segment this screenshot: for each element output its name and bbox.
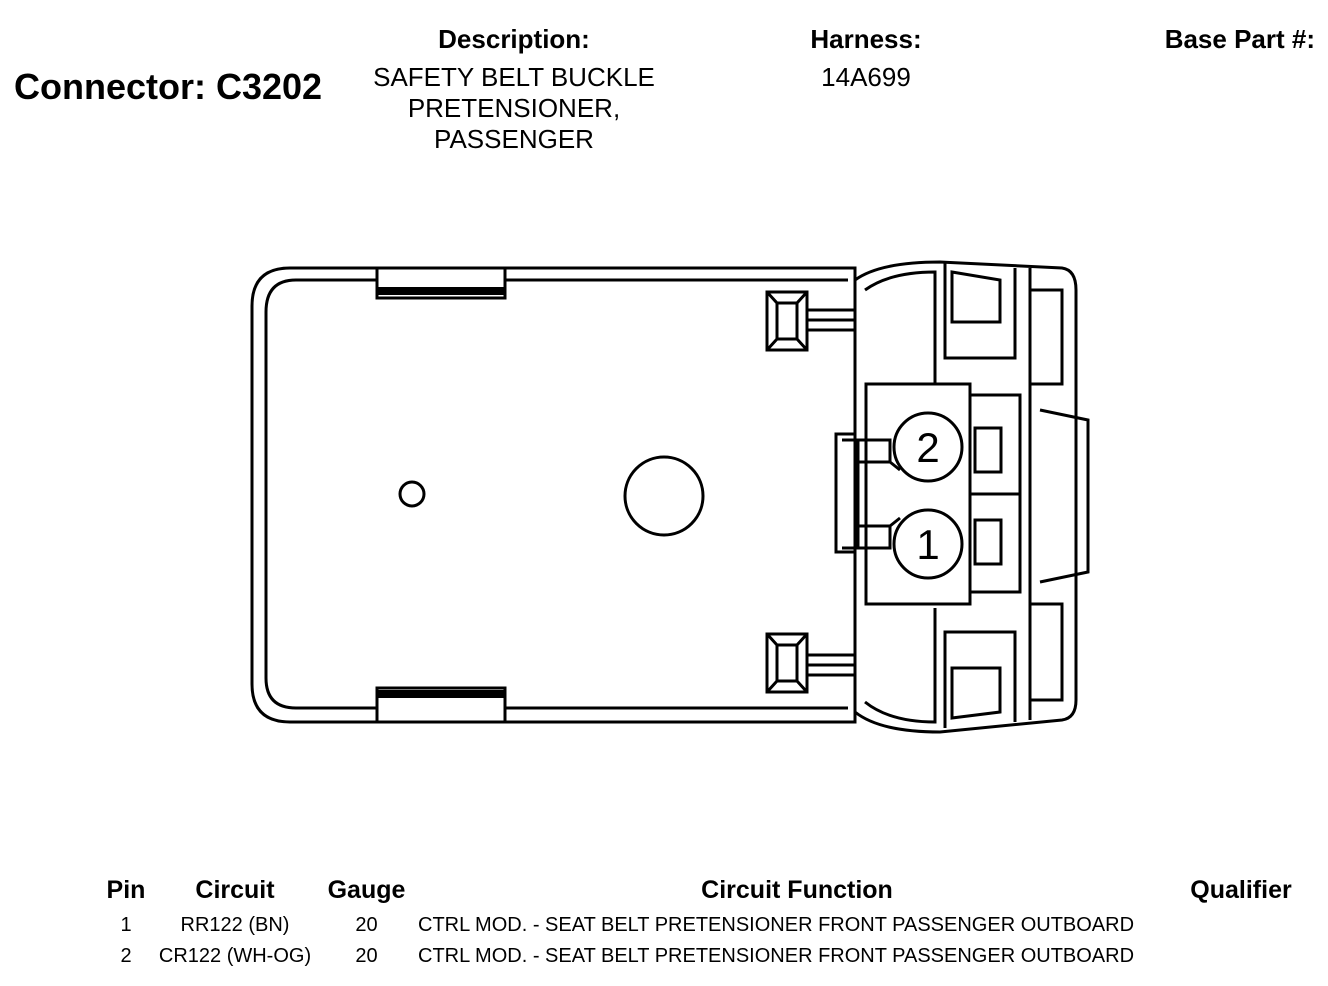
- pin-1-label: 1: [916, 521, 939, 568]
- locating-hole: [398, 480, 426, 508]
- shroud-outline: [854, 260, 1078, 734]
- cell-circuit: CR122 (WH-OG): [158, 945, 312, 967]
- col-header-gauge: Gauge: [327, 876, 406, 904]
- housing-outline: [250, 266, 857, 724]
- cell-gauge: 20: [355, 914, 378, 936]
- pin-cavity-block: [864, 382, 1022, 606]
- col-header-qualifier: Qualifier: [1190, 876, 1292, 904]
- col-header-circuit: Circuit: [195, 876, 275, 904]
- pin-2-circle: [892, 411, 964, 483]
- base-part-label: Base Part #:: [1164, 24, 1315, 54]
- housing-inner-outline: [264, 278, 848, 710]
- cell-pin: 2: [120, 945, 132, 967]
- harness-value: 14A699: [821, 62, 911, 92]
- harness-label: Harness:: [810, 24, 922, 54]
- cell-gauge: 20: [355, 945, 378, 967]
- cell-pin: 1: [120, 914, 132, 936]
- cell-function: CTRL MOD. - SEAT BELT PRETENSIONER FRONT…: [418, 914, 1135, 936]
- col-header-function: Circuit Function: [701, 876, 893, 904]
- description-label: Description:: [438, 24, 590, 54]
- connector-title: Connector: C3202: [14, 66, 323, 107]
- description-line: PRETENSIONER,: [407, 93, 621, 123]
- description-line: PASSENGER: [434, 124, 594, 154]
- pin-2-label: 2: [916, 424, 939, 471]
- description-value: SAFETY BELT BUCKLE PRETENSIONER, PASSENG…: [344, 62, 684, 155]
- col-header-pin: Pin: [106, 876, 146, 904]
- cell-function: CTRL MOD. - SEAT BELT PRETENSIONER FRONT…: [418, 945, 1135, 967]
- cell-circuit: RR122 (BN): [180, 914, 290, 936]
- pin-1-circle: [892, 508, 964, 580]
- description-line: SAFETY BELT BUCKLE: [373, 62, 655, 92]
- center-boss: [623, 455, 705, 537]
